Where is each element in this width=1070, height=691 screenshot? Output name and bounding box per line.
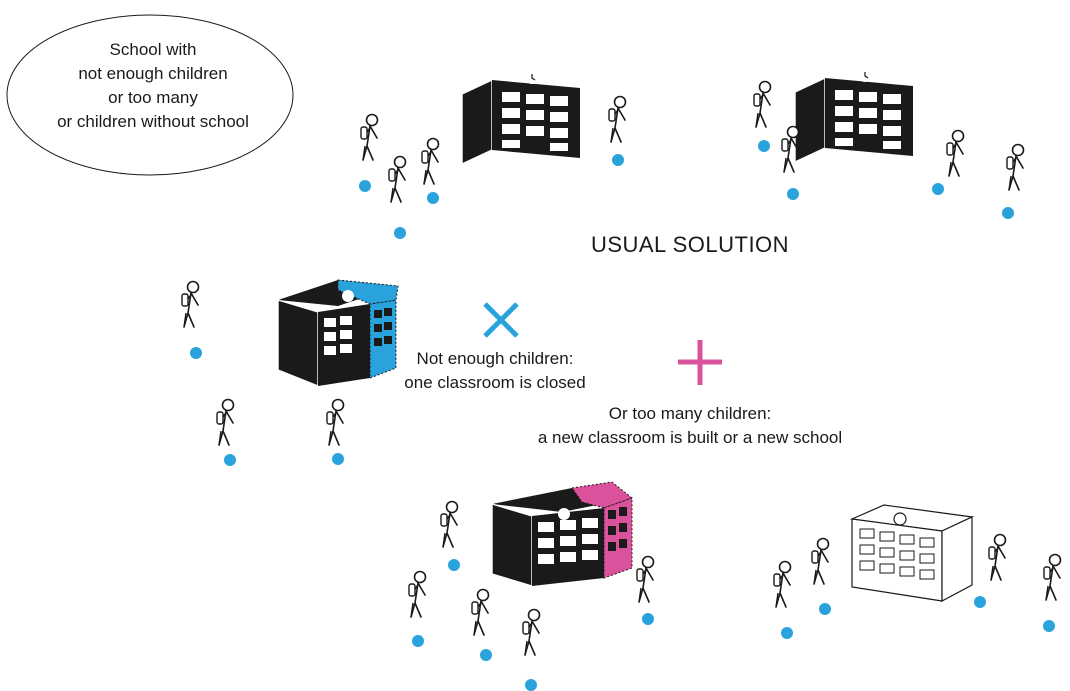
school-building-top-right (794, 69, 914, 163)
dots-bottom-left (412, 559, 654, 691)
dots-top-left (359, 154, 624, 239)
school-building-closed-classroom (277, 279, 399, 388)
speech-bubble (6, 14, 294, 176)
section-heading: USUAL SOLUTION (590, 232, 790, 257)
dots-top-right (758, 140, 1014, 219)
dots-bottom-right (781, 596, 1055, 639)
caption-classroom-closed: Not enough children: one classroom is cl… (404, 349, 586, 392)
school-building-top-left (461, 71, 581, 165)
caption-new-classroom: Or too many children: a new classroom is… (537, 404, 843, 447)
new-school-building (849, 504, 975, 602)
bubble-text: School with not enough children or too m… (57, 40, 249, 131)
plus-symbol (678, 340, 722, 385)
dots-middle (190, 347, 344, 466)
cross-symbol (483, 302, 519, 338)
school-building-new-classroom (491, 481, 634, 587)
